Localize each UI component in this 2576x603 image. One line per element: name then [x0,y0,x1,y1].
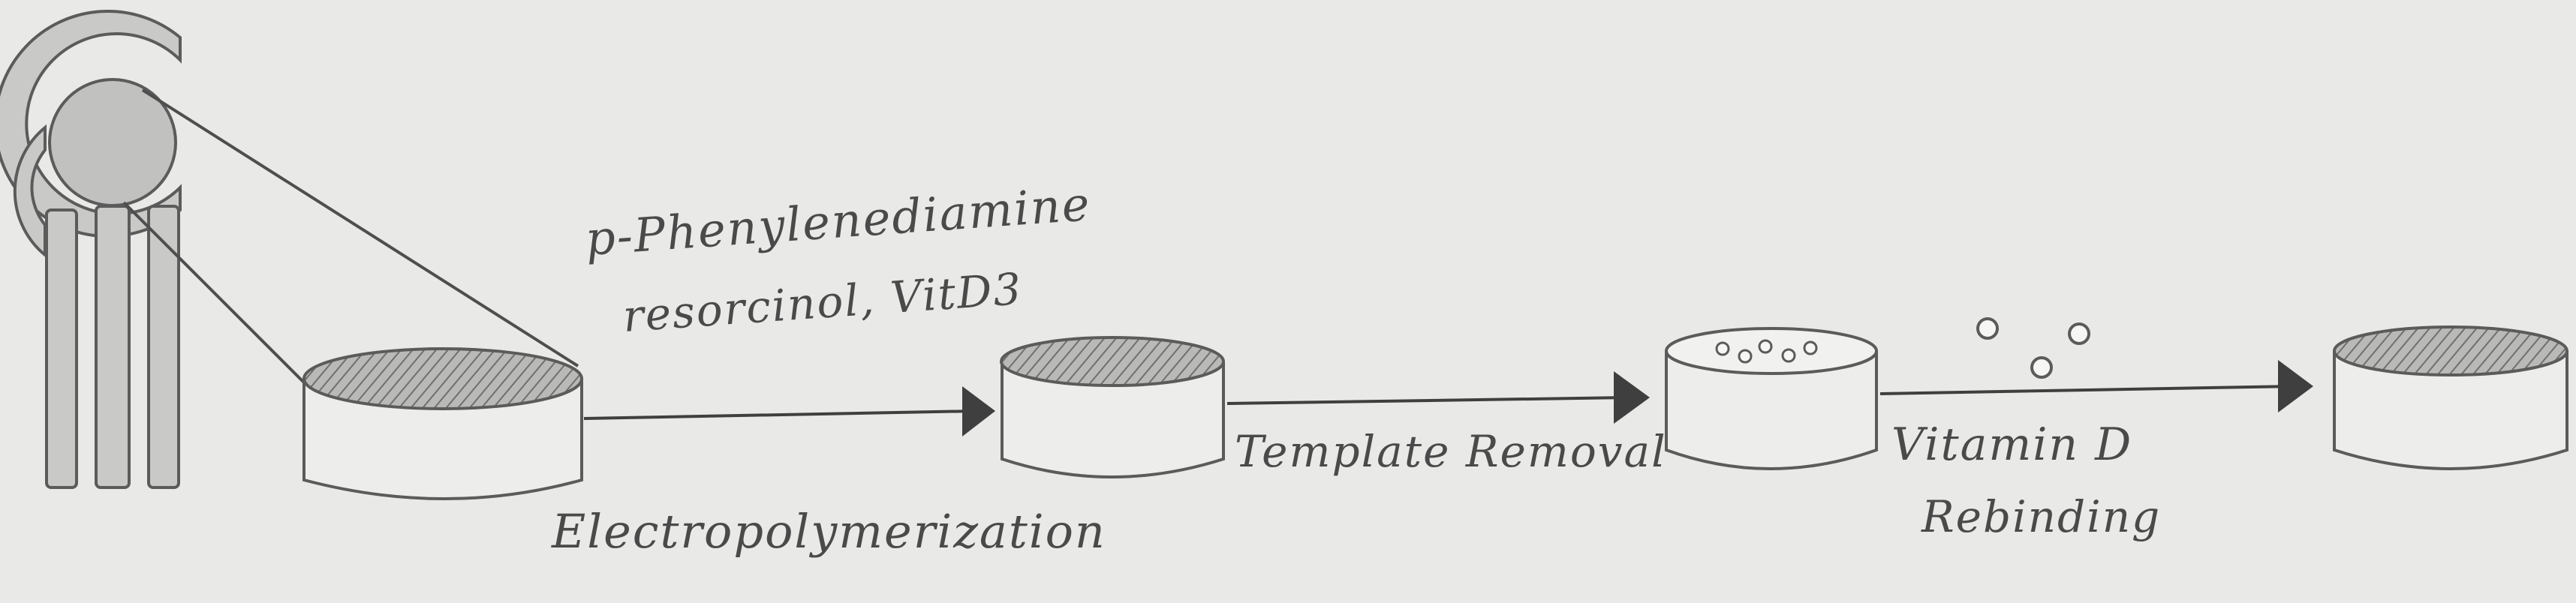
step-label-template-removal: Template Removal [1235,426,1667,477]
step-label-electropolymerization: Electropolymerization [552,504,1106,559]
electrode-icon [0,10,182,489]
arrow-rebinding [1879,360,2313,412]
template-cavities [1715,339,1818,364]
electrode-disc-2 [1000,336,1225,478]
step-label-vitamin-d: Vitamin D [1891,418,2133,471]
lead-left [45,208,78,489]
reference-electrode-arc [13,124,47,259]
lead-middle [95,205,131,489]
zoom-lines [122,88,579,388]
electrode-disc-3 [1665,327,1878,470]
electrode-disc-1 [302,347,583,500]
step-label-rebinding: Rebinding [1921,491,2162,542]
lead-right [147,205,180,489]
vitamin-d-molecule-circles [1976,317,2090,379]
arrow-template-removal [1226,371,1650,424]
arrow-electropolymerization [583,386,995,436]
electrode-disc-4 [2333,326,2568,470]
